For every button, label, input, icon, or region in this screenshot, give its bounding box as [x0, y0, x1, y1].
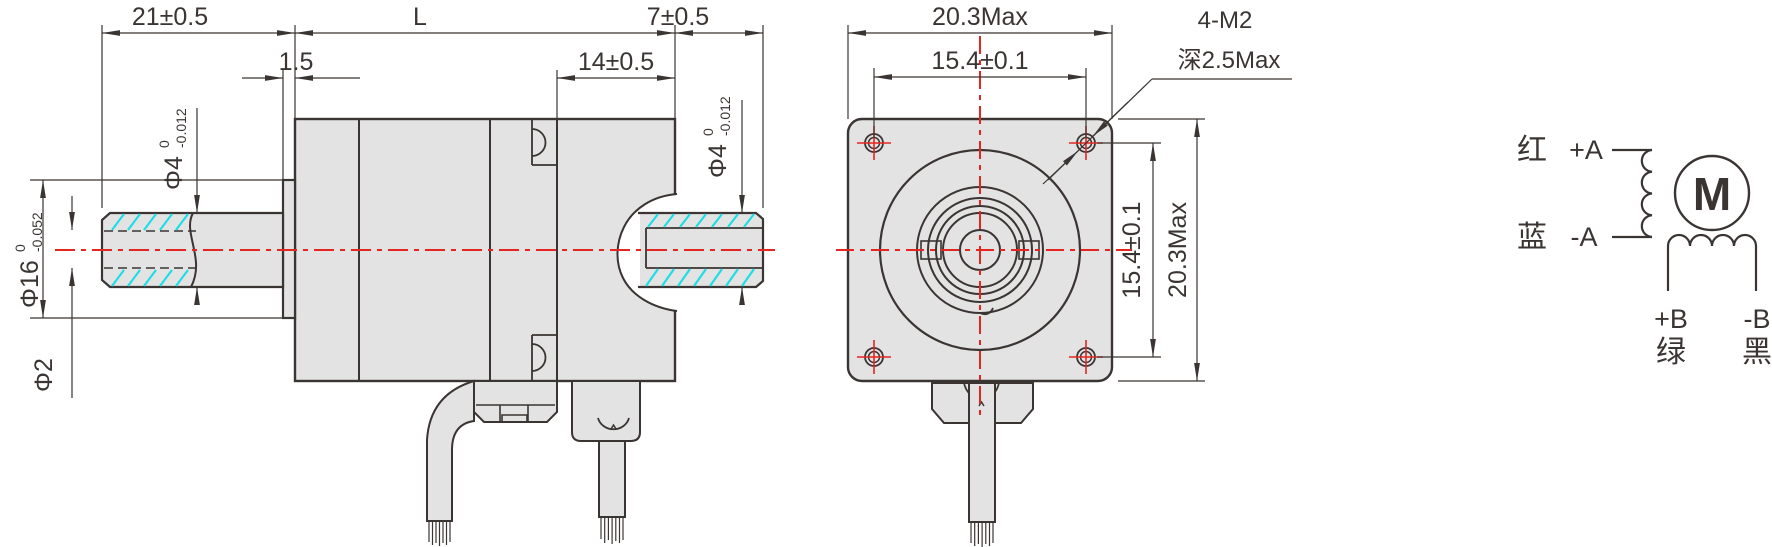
screw-notch-top [531, 119, 557, 166]
svg-text:0: 0 [156, 140, 172, 148]
connector-block-1 [473, 380, 558, 423]
dim-front-shaft-length: 21±0.5 [132, 3, 208, 31]
rear-shaft-thread-hatch [645, 213, 755, 287]
connector-block-2 [571, 380, 641, 442]
svg-text:-0.052: -0.052 [29, 212, 45, 252]
connector-1-pins [476, 404, 555, 423]
connector-2-tick [610, 423, 617, 430]
dim-rear-section-length: 14±0.5 [578, 48, 654, 76]
motor-circle [1673, 154, 1751, 232]
terminal-a-minus: -A [1571, 222, 1598, 252]
screw-notch-bottom [531, 334, 557, 381]
wire-color-b-minus: 黑 [1742, 336, 1772, 369]
dim-flange-height: 20.3Max [1164, 202, 1192, 298]
breakout-outline [616, 193, 678, 312]
dim-boss-width: 1.5 [279, 48, 314, 76]
dim-hole-pitch-h: 15.4±0.1 [931, 47, 1028, 75]
ribbon-cable [426, 379, 475, 522]
svg-text:0: 0 [700, 128, 716, 136]
front-cable-strands [970, 522, 994, 547]
dim-body-length: L [413, 3, 427, 31]
wiring-diagram: 红 +A 蓝 -A M +B -B 绿 黑 [1517, 134, 1772, 369]
dim-flange-width: 20.3Max [932, 3, 1028, 31]
callout-holes-line2: 深2.5Max [1178, 47, 1281, 74]
svg-text:Φ4: Φ4 [704, 144, 732, 178]
rear-shaft-core [645, 227, 763, 269]
svg-text:-0.012: -0.012 [173, 108, 189, 148]
side-view: 21±0.5 L 7±0.5 1.5 14±0.5 Φ4 0 -0.012 Φ4… [12, 3, 775, 546]
front-dimension-lines [848, 30, 1200, 381]
front-shaft-break-line [189, 212, 197, 288]
phase-b-coil [1666, 233, 1758, 291]
thread-root-lines [104, 230, 196, 269]
terminal-b-plus: +B [1654, 304, 1688, 334]
svg-text:0: 0 [12, 244, 28, 252]
front-view: 20.3Max 15.4±0.1 15.4±0.1 20.3Max 4-M2 深… [836, 3, 1292, 547]
wire-color-b-plus: 绿 [1656, 336, 1686, 369]
dim-rear-shaft-dia: Φ4 0 -0.012 [700, 96, 733, 178]
side-dimension-lines [40, 30, 763, 398]
callout-holes-line1: 4-M2 [1198, 7, 1253, 34]
rear-cable [598, 440, 626, 518]
dim-thread-dia: Φ2 [30, 358, 58, 392]
wire-color-a-minus: 蓝 [1517, 221, 1547, 254]
motor-symbol: M [1693, 168, 1731, 220]
dim-rear-shaft-length: 7±0.5 [647, 3, 709, 31]
callout-leader [1042, 78, 1292, 185]
terminal-b-minus: -B [1744, 304, 1771, 334]
terminal-a-plus: +A [1569, 135, 1603, 165]
ribbon-wire-strands [428, 521, 451, 546]
phase-a-coil [1612, 148, 1653, 239]
rear-cable-strands [600, 517, 624, 544]
svg-text:Φ16: Φ16 [16, 260, 44, 308]
svg-text:-0.012: -0.012 [717, 96, 733, 136]
connector-2-notch [597, 417, 630, 431]
dim-boss-dia: Φ16 0 -0.052 [12, 212, 45, 308]
svg-text:Φ4: Φ4 [160, 156, 188, 190]
svg-text:Φ2: Φ2 [30, 358, 58, 392]
front-shaft-thread-hatch [111, 213, 189, 287]
wire-color-a-plus: 红 [1517, 134, 1547, 167]
svg-text:20.3Max: 20.3Max [1164, 202, 1192, 298]
dim-hole-pitch-v: 15.4±0.1 [1118, 201, 1146, 298]
side-extension-lines [30, 25, 764, 319]
svg-text:15.4±0.1: 15.4±0.1 [1118, 201, 1146, 298]
front-cable-tick [978, 400, 985, 407]
dim-front-shaft-dia: Φ4 0 -0.012 [156, 108, 189, 190]
